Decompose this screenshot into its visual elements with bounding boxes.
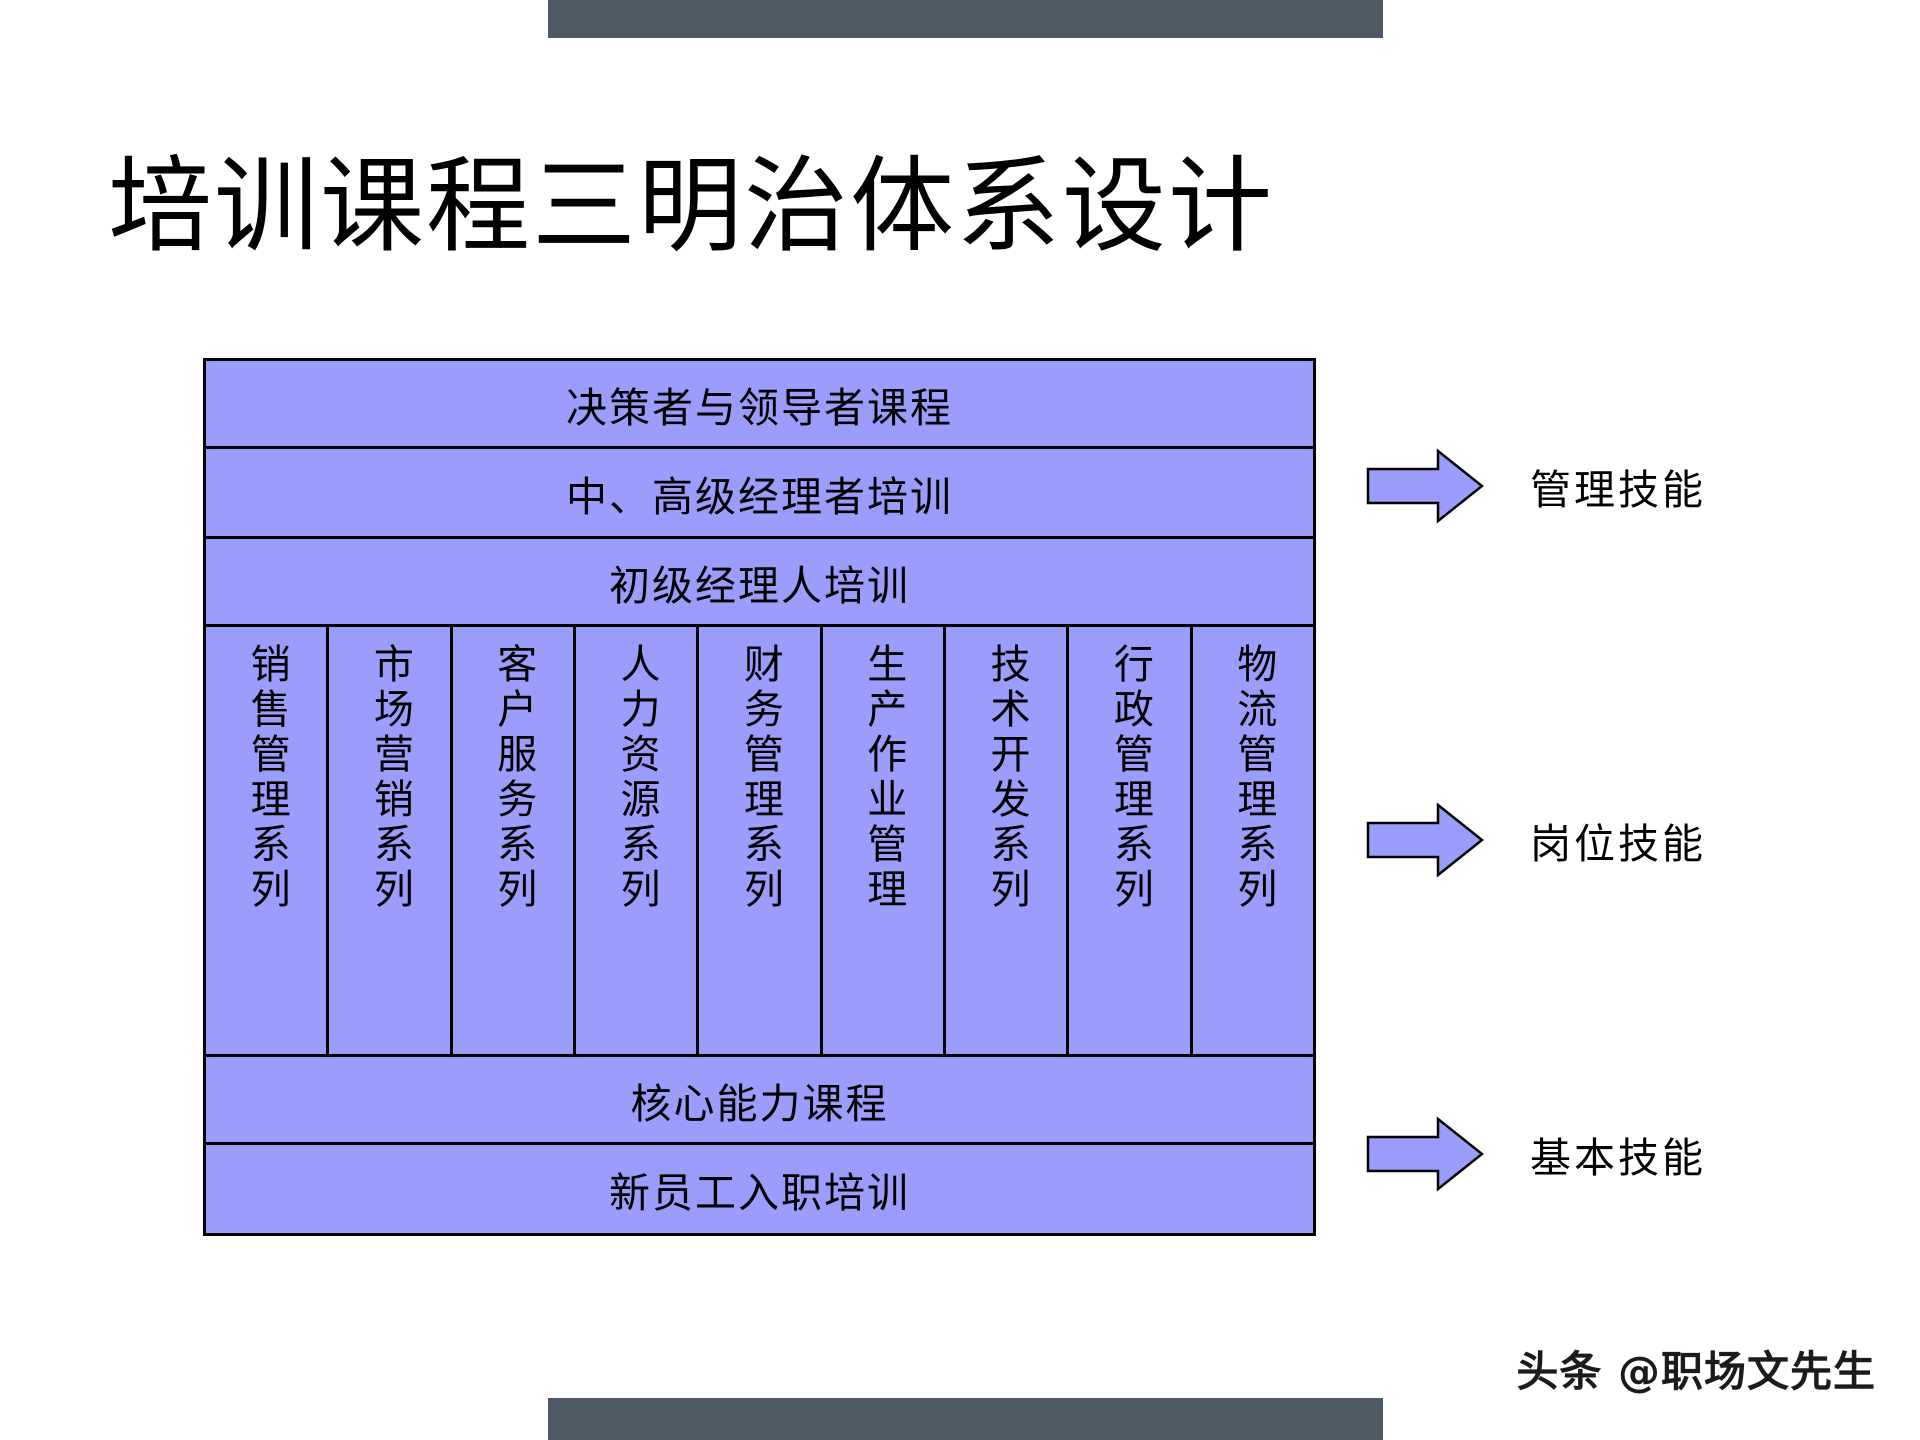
page-title: 培训课程三明治体系设计 xyxy=(108,145,1275,267)
right-arrow-icon xyxy=(1366,1116,1484,1192)
top-decoration-bar xyxy=(548,0,1383,38)
column-label: 人力资源系列 xyxy=(613,643,660,913)
column-label: 行政管理系列 xyxy=(1106,643,1153,913)
column-finance-management: 财务管理系列 xyxy=(699,627,823,1054)
bottom-decoration-bar xyxy=(548,1398,1383,1440)
column-customer-service: 客户服务系列 xyxy=(452,627,576,1054)
job-skill-column-strip: 销售管理系列 市场营销系列 客户服务系列 人力资源系列 财务管理系列 生产作业管… xyxy=(206,627,1313,1057)
column-administration: 行政管理系列 xyxy=(1069,627,1193,1054)
sandwich-diagram: 决策者与领导者课程 中、高级经理者培训 初级经理人培训 销售管理系列 市场营销系… xyxy=(203,358,1316,1236)
callout-management-skill: 管理技能 xyxy=(1366,448,1706,524)
column-label: 市场营销系列 xyxy=(366,643,413,913)
column-label: 生产作业管理 xyxy=(860,643,907,913)
column-technology-development: 技术开发系列 xyxy=(945,627,1070,1054)
band-label: 决策者与领导者课程 xyxy=(566,383,953,432)
column-logistics-management: 物流管理系列 xyxy=(1192,627,1313,1054)
callout-label: 岗位技能 xyxy=(1530,820,1706,868)
band-new-employee-onboarding: 新员工入职培训 xyxy=(206,1145,1313,1233)
band-label: 初级经理人培训 xyxy=(609,561,910,610)
band-label: 中、高级经理者培训 xyxy=(566,472,953,521)
callout-label: 管理技能 xyxy=(1530,466,1706,514)
column-label: 客户服务系列 xyxy=(490,643,537,913)
column-marketing: 市场营销系列 xyxy=(329,627,453,1054)
band-senior-manager-training: 中、高级经理者培训 xyxy=(206,449,1313,539)
column-production-operations: 生产作业管理 xyxy=(822,627,946,1054)
callout-job-skill: 岗位技能 xyxy=(1366,802,1706,878)
band-label: 新员工入职培训 xyxy=(609,1169,910,1217)
band-decision-maker-course: 决策者与领导者课程 xyxy=(206,361,1313,449)
column-human-resources: 人力资源系列 xyxy=(575,627,700,1054)
column-label: 物流管理系列 xyxy=(1230,643,1277,913)
column-sales-management: 销售管理系列 xyxy=(206,627,330,1054)
right-arrow-icon xyxy=(1366,448,1484,524)
band-label: 核心能力课程 xyxy=(630,1079,889,1128)
band-junior-manager-training: 初级经理人培训 xyxy=(206,539,1313,627)
right-arrow-icon xyxy=(1366,802,1484,878)
callout-label: 基本技能 xyxy=(1530,1134,1706,1182)
footer-watermark: 头条 @职场文先生 xyxy=(1516,1347,1876,1396)
column-label: 财务管理系列 xyxy=(736,643,783,913)
band-core-competency-course: 核心能力课程 xyxy=(206,1057,1313,1145)
callout-basic-skill: 基本技能 xyxy=(1366,1116,1706,1192)
column-label: 技术开发系列 xyxy=(983,643,1030,913)
column-label: 销售管理系列 xyxy=(243,643,290,913)
